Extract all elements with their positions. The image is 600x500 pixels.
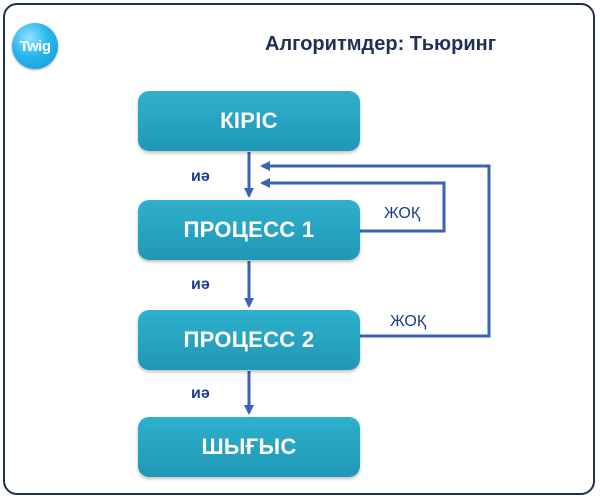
no-label-1: ЖОҚ [384, 205, 421, 222]
no-label-2: ЖОҚ [390, 313, 427, 330]
input-box: КІРІС [138, 91, 360, 151]
process-1-box: ПРОЦЕСС 1 [138, 200, 360, 260]
yes-label-1: иә [191, 168, 210, 185]
logo-text: Twig [19, 37, 51, 55]
yes-label-2: иә [191, 276, 210, 293]
process-2-box: ПРОЦЕСС 2 [138, 310, 360, 370]
loop-no-p2 [260, 161, 491, 338]
yes-label-3: иә [191, 385, 210, 402]
loop-no-p1 [260, 178, 446, 233]
twig-logo: Twig [12, 23, 58, 69]
page-title: Алгоритмдер: Тьюринг [265, 33, 497, 55]
output-box: ШЫҒЫС [138, 417, 360, 477]
